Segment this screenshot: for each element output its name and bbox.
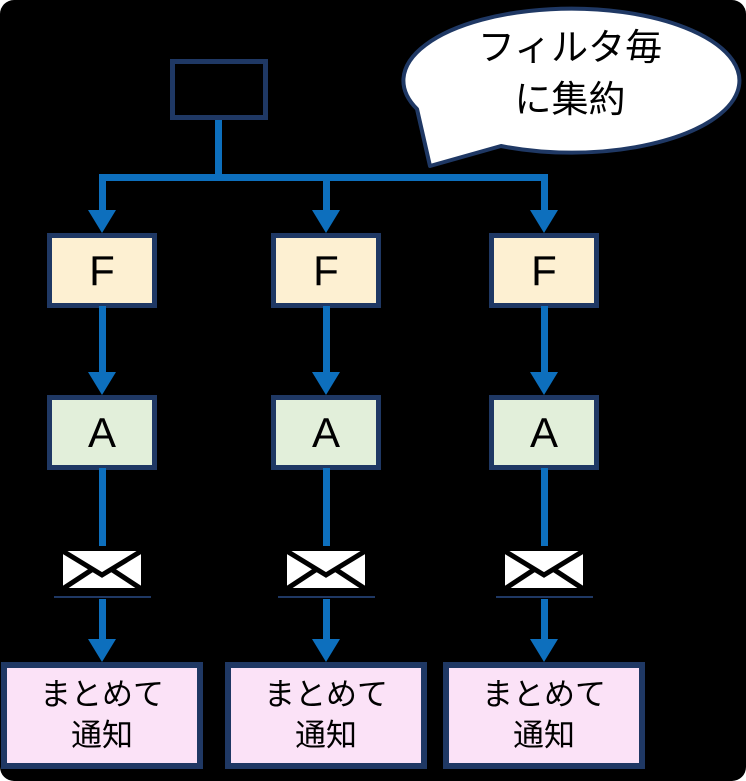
notify-line2-col3: 通知 — [513, 717, 575, 753]
aggregator-node-col2: A — [271, 395, 381, 470]
agg-to-mail-stem-col3 — [541, 468, 548, 547]
speech-bubble — [401, 6, 742, 168]
aggregator-node-col1: A — [47, 395, 157, 470]
mail-envelope-icon-col3 — [500, 546, 588, 593]
filter-label-col2: F — [313, 246, 339, 294]
notify-line1-col1: まとめて — [40, 676, 164, 712]
branch-stem-col3 — [541, 174, 548, 214]
filter-to-agg-stem-col2 — [323, 306, 330, 374]
notify-box-col2: まとめて 通知 — [225, 662, 427, 769]
agg-to-mail-stem-col1 — [99, 468, 106, 547]
arrowhead-to-agg-col1 — [88, 372, 116, 395]
filter-label-col3: F — [531, 246, 557, 294]
filter-to-agg-stem-col3 — [541, 306, 548, 374]
agg-to-mail-stem-col2 — [323, 468, 330, 547]
branch-stem-col1 — [99, 174, 106, 214]
mail-to-notify-stem-col2 — [323, 599, 330, 641]
branch-stem-col2 — [323, 174, 330, 214]
notify-line1-col3: まとめて — [482, 676, 606, 712]
aggregator-label-col3: A — [529, 408, 558, 456]
aggregator-node-col3: A — [489, 395, 599, 470]
mail-envelope-icon-col2 — [282, 546, 370, 593]
notify-line2-col2: 通知 — [295, 717, 357, 753]
root-node-box — [170, 59, 268, 120]
mail-to-notify-stem-col1 — [99, 599, 106, 641]
aggregator-label-col2: A — [311, 408, 340, 456]
filter-node-col1: F — [47, 233, 157, 308]
speech-bubble-text: フィルタ毎 に集約 — [425, 22, 715, 126]
mail-envelope-icon-col1 — [58, 546, 146, 593]
filter-node-col3: F — [489, 233, 599, 308]
arrowhead-to-filter-col1 — [88, 210, 116, 233]
arrowhead-to-filter-col2 — [312, 210, 340, 233]
mail-to-notify-stem-col3 — [541, 599, 548, 641]
arrowhead-to-notify-col3 — [530, 639, 558, 662]
arrowhead-to-agg-col2 — [312, 372, 340, 395]
mail-underline-col2 — [278, 596, 375, 598]
speech-bubble-line1: フィルタ毎 — [477, 27, 663, 68]
root-stem-connector — [215, 120, 222, 178]
arrowhead-to-notify-col1 — [88, 639, 116, 662]
arrowhead-to-notify-col2 — [312, 639, 340, 662]
notify-box-col1: まとめて 通知 — [1, 662, 203, 769]
arrowhead-to-agg-col3 — [530, 372, 558, 395]
mail-underline-col1 — [54, 596, 151, 598]
speech-bubble-line2: に集約 — [514, 78, 626, 120]
notify-line1-col2: まとめて — [264, 676, 388, 712]
notify-box-col3: まとめて 通知 — [443, 662, 645, 769]
aggregator-label-col1: A — [87, 408, 116, 456]
filter-node-col2: F — [271, 233, 381, 308]
mail-underline-col3 — [496, 596, 593, 598]
filter-to-agg-stem-col1 — [99, 306, 106, 374]
notify-line2-col1: 通知 — [71, 717, 133, 753]
filter-label-col1: F — [89, 246, 115, 294]
arrowhead-to-filter-col3 — [530, 210, 558, 233]
